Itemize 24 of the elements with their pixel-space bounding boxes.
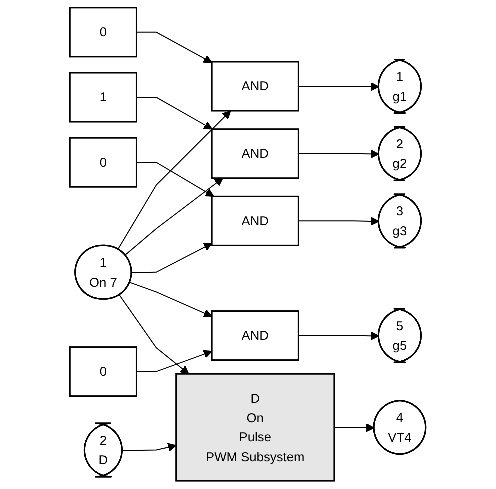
arrow (119, 294, 190, 375)
arrow (136, 350, 212, 372)
node-box: 1 (69, 72, 138, 123)
arrow (298, 82, 380, 92)
node-box: AND (211, 128, 300, 180)
node-box: AND (211, 61, 300, 112)
arrow (130, 282, 212, 318)
arrow (136, 32, 212, 64)
arrow (298, 150, 380, 159)
node-box: 0 (69, 137, 138, 188)
node-box: D On Pulse PWM Subsystem (176, 373, 336, 482)
arrow (298, 332, 380, 340)
arrow (298, 217, 380, 226)
arrow (132, 243, 212, 274)
arrow (136, 97, 213, 130)
node-box: 0 (69, 7, 138, 58)
node-box: 0 (69, 346, 138, 398)
arrow (136, 162, 214, 198)
arrow (118, 110, 232, 250)
node-box: AND (211, 196, 300, 246)
arrow (122, 443, 177, 452)
arrow (124, 178, 224, 256)
node-box: AND (211, 310, 300, 362)
arrow (334, 424, 375, 432)
